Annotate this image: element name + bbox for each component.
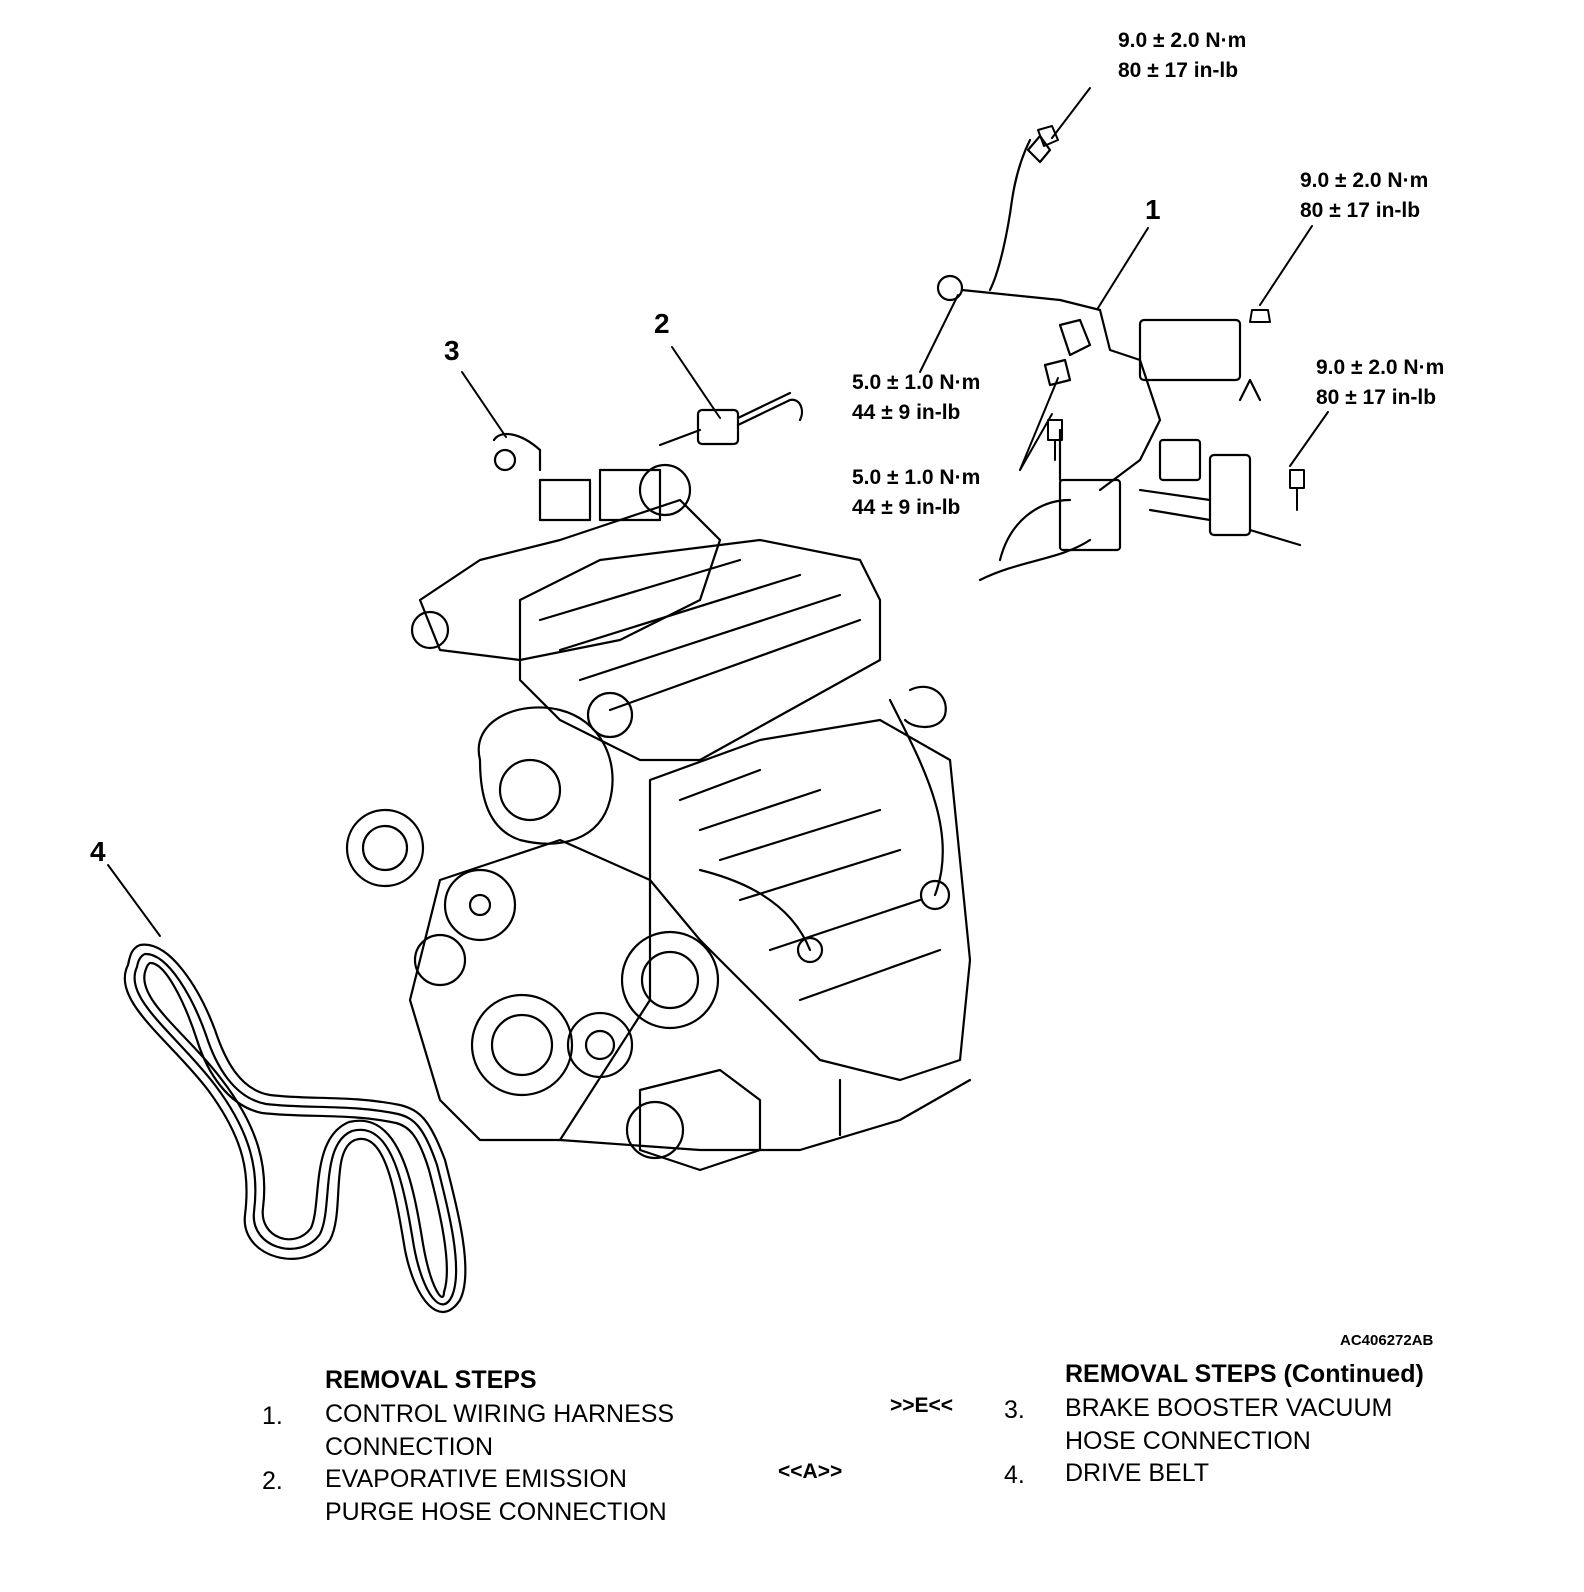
step-number: 3. <box>1004 1396 1025 1424</box>
fasteners <box>1037 125 1305 511</box>
torque-nm: 9.0 ± 2.0 N·m <box>1300 169 1429 192</box>
torque-inlb: 44 ± 9 in-lb <box>852 401 961 424</box>
step-line: CONNECTION <box>325 1433 494 1461</box>
torque-nm: 9.0 ± 2.0 N·m <box>1118 29 1247 52</box>
step-line: HOSE CONNECTION <box>1065 1427 1311 1455</box>
figure-code: AC406272AB <box>1340 1332 1434 1349</box>
callout-3: 3 <box>444 335 460 366</box>
step-line: PURGE HOSE CONNECTION <box>325 1498 667 1526</box>
torque-inlb: 80 ± 17 in-lb <box>1300 199 1421 222</box>
step-1-text: CONTROL WIRING HARNESS CONNECTION <box>325 1398 674 1464</box>
purge-hose <box>658 391 804 447</box>
callout-2: 2 <box>654 308 670 339</box>
step-line: DRIVE BELT <box>1065 1459 1210 1487</box>
torque-nm: 5.0 ± 1.0 N·m <box>852 371 981 394</box>
torque-inlb: 44 ± 9 in-lb <box>852 496 961 519</box>
torque-nm: 5.0 ± 1.0 N·m <box>852 466 981 489</box>
step-3-text: BRAKE BOOSTER VACUUM HOSE CONNECTION <box>1065 1392 1392 1458</box>
step-2-text: EVAPORATIVE EMISSION PURGE HOSE CONNECTI… <box>325 1463 667 1529</box>
step-number: 2. <box>262 1467 283 1495</box>
step-number: 4. <box>1004 1461 1025 1489</box>
torque-label-middle-1: 5.0 ± 1.0 N·m 44 ± 9 in-lb <box>852 368 980 428</box>
torque-label-upper-right: 9.0 ± 2.0 N·m 80 ± 17 in-lb <box>1300 166 1428 226</box>
drive-belt <box>123 943 467 1313</box>
procedure-ref-a: <<A>> <box>778 1460 843 1483</box>
procedure-ref-e: >>E<< <box>890 1394 954 1417</box>
callout-1: 1 <box>1145 194 1161 225</box>
torque-label-middle-2: 5.0 ± 1.0 N·m 44 ± 9 in-lb <box>852 463 980 523</box>
control-wiring-harness <box>936 134 1302 582</box>
callout-4: 4 <box>90 836 106 867</box>
removal-steps-continued-heading: REMOVAL STEPS (Continued) <box>1065 1360 1424 1388</box>
step-number: 1. <box>262 1402 283 1430</box>
torque-label-right: 9.0 ± 2.0 N·m 80 ± 17 in-lb <box>1316 353 1444 413</box>
engine-assembly <box>345 463 972 1172</box>
torque-nm: 9.0 ± 2.0 N·m <box>1316 356 1445 379</box>
step-line: CONTROL WIRING HARNESS <box>325 1400 675 1428</box>
torque-inlb: 80 ± 17 in-lb <box>1118 59 1239 82</box>
step-line: BRAKE BOOSTER VACUUM <box>1065 1394 1393 1422</box>
step-4-text: DRIVE BELT <box>1065 1457 1209 1490</box>
removal-steps-heading: REMOVAL STEPS <box>325 1366 537 1394</box>
step-line: EVAPORATIVE EMISSION <box>325 1465 627 1493</box>
torque-label-top: 9.0 ± 2.0 N·m 80 ± 17 in-lb <box>1118 26 1246 86</box>
leader-lines <box>107 87 1329 937</box>
torque-inlb: 80 ± 17 in-lb <box>1316 386 1437 409</box>
vacuum-hose <box>492 432 542 472</box>
